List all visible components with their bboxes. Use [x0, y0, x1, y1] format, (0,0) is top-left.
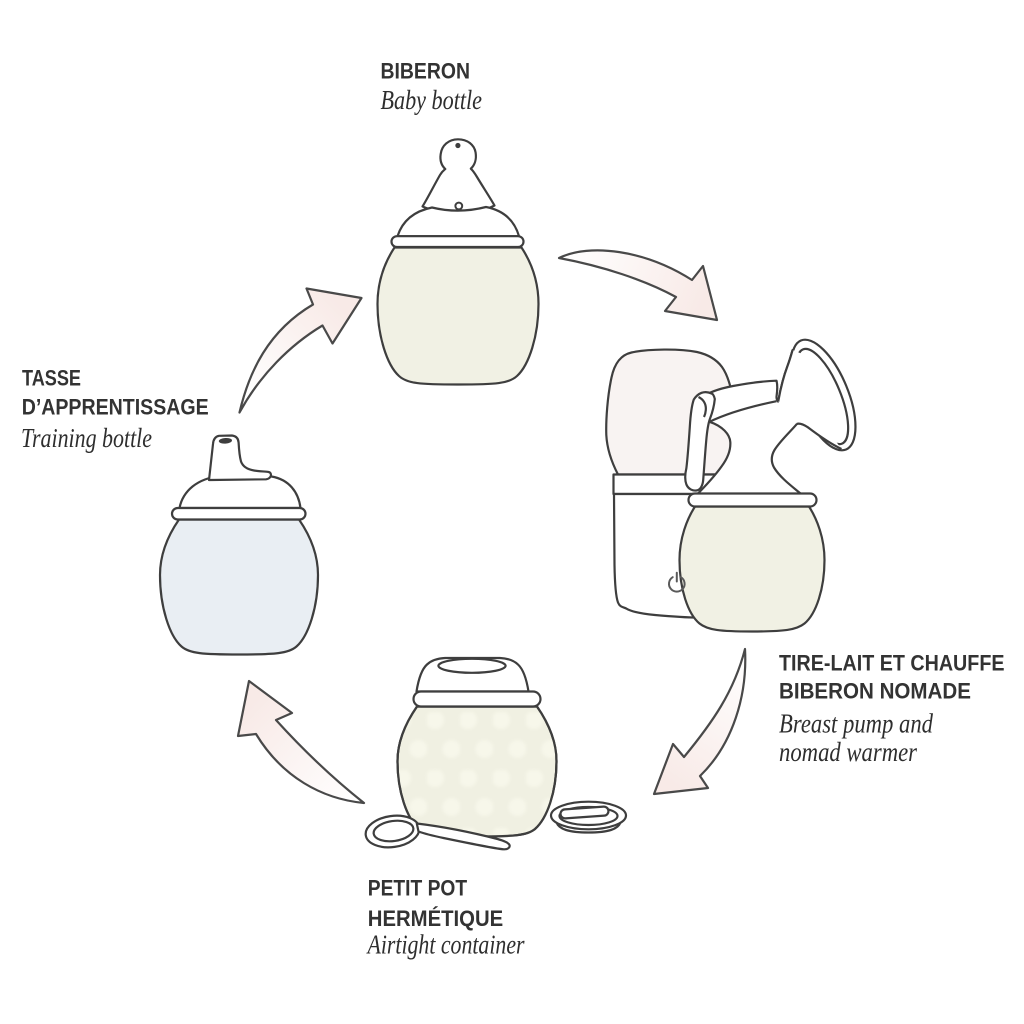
- svg-text:HERMÉTIQUE: HERMÉTIQUE: [368, 906, 503, 931]
- svg-text:BIBERON NOMADE: BIBERON NOMADE: [779, 678, 971, 703]
- svg-text:D’APPRENTISSAGE: D’APPRENTISSAGE: [22, 395, 209, 420]
- svg-text:Training bottle: Training bottle: [21, 423, 152, 453]
- svg-text:nomad warmer: nomad warmer: [779, 737, 917, 767]
- svg-text:Airtight container: Airtight container: [366, 930, 525, 960]
- svg-text:Baby bottle: Baby bottle: [381, 85, 483, 115]
- svg-text:TASSE: TASSE: [22, 366, 81, 391]
- svg-text:BIBERON: BIBERON: [381, 59, 471, 84]
- svg-text:PETIT POT: PETIT POT: [368, 876, 468, 901]
- svg-text:TIRE-LAIT ET CHAUFFE: TIRE-LAIT ET CHAUFFE: [779, 650, 1005, 675]
- svg-text:Breast pump and: Breast pump and: [779, 709, 933, 739]
